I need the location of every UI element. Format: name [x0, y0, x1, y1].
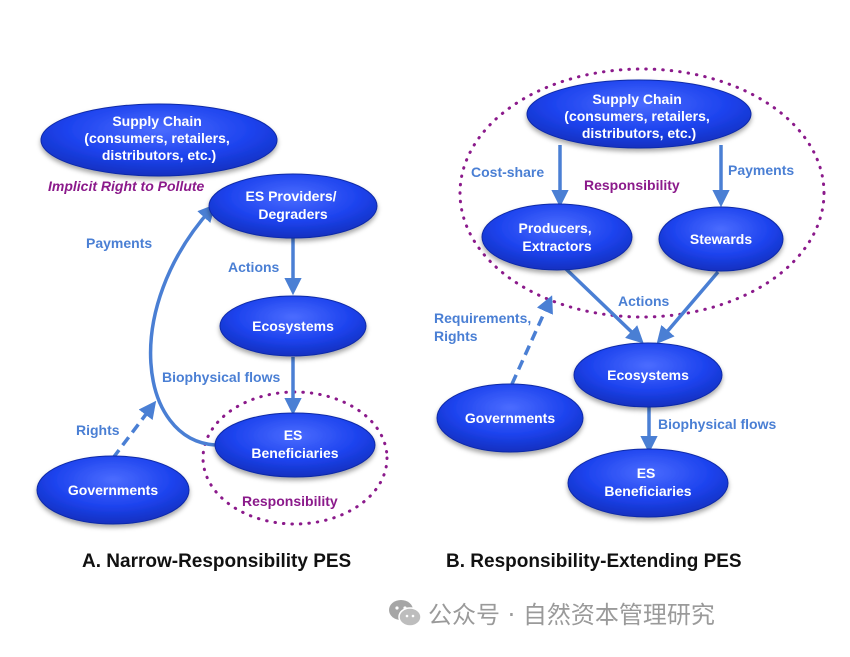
svg-text:ES Beneficiaries: ES Beneficiaries	[251, 427, 338, 461]
arrow-actions-producers-b	[563, 266, 644, 344]
beneficiaries-b-line2: Beneficiaries	[604, 483, 691, 499]
ecosystems-a-label: Ecosystems	[252, 318, 334, 334]
node-governments-b	[436, 383, 584, 453]
actions-b-label: Actions	[618, 293, 670, 309]
node-beneficiaries-b	[567, 448, 729, 518]
producers-b-line2: Extractors	[522, 238, 591, 254]
supply-chain-b-line1: Supply Chain	[592, 91, 681, 107]
payments-b-label: Payments	[728, 162, 794, 178]
beneficiaries-a-line2: Beneficiaries	[251, 445, 338, 461]
beneficiaries-a-line1: ES	[284, 427, 303, 443]
node-producers-b	[481, 203, 633, 271]
node-beneficiaries-a	[214, 412, 376, 478]
cost-share-b-label: Cost-share	[471, 164, 544, 180]
node-ecosystems-b	[573, 342, 723, 408]
responsibility-circle-a	[201, 390, 389, 526]
governments-a-label: Governments	[68, 482, 158, 498]
svg-text:Supply Chain (consumers,: Supply Chain (consumers, retailers, dist…	[84, 113, 233, 163]
payments-a-label: Payments	[86, 235, 152, 251]
node-stewards-b	[658, 206, 784, 272]
node-es-providers-a	[208, 173, 378, 239]
actions-a-label: Actions	[228, 259, 280, 275]
supply-chain-a-line2: (consumers, retailers,	[84, 130, 230, 146]
governments-b-label: Governments	[465, 410, 555, 426]
watermark-text: 公众号 · 自然资本管理研究	[428, 601, 715, 629]
responsibility-b-label: Responsibility	[584, 177, 680, 193]
watermark: 公众号 · 自然资本管理研究	[388, 595, 715, 630]
node-ecosystems-a	[219, 295, 367, 357]
svg-text:Requirements, Rights: Requirements, Rights	[434, 310, 535, 344]
node-governments-a	[36, 455, 190, 525]
arrow-actions-stewards-b	[656, 270, 720, 344]
biophysical-b-label: Biophysical flows	[658, 416, 776, 432]
implicit-right-label: Implicit Right to Pollute	[48, 178, 205, 194]
svg-text:Supply Chain (consumers,: Supply Chain (consumers, retailers, dist…	[564, 91, 713, 141]
es-providers-a-line1: ES Providers/	[246, 188, 337, 204]
panel-a: Supply Chain (consumers, retailers, dist…	[36, 103, 389, 526]
supply-chain-a-line1: Supply Chain	[112, 113, 201, 129]
responsibility-a-label: Responsibility	[242, 493, 338, 509]
svg-text:Producers, Extractors: Producers, Extractors	[518, 220, 595, 254]
supply-chain-a-line3: distributors, etc.)	[102, 147, 216, 163]
responsibility-circle-b	[458, 67, 826, 319]
ecosystems-b-label: Ecosystems	[607, 367, 689, 383]
producers-b-line1: Producers,	[518, 220, 591, 236]
es-providers-a-line2: Degraders	[258, 206, 327, 222]
svg-text:ES Providers/ Degraders: ES Providers/ Degraders	[246, 188, 341, 222]
caption-panel-b: B. Responsibility-Extending PES	[446, 551, 742, 572]
beneficiaries-b-line1: ES	[637, 465, 656, 481]
node-supply-chain-a	[40, 103, 278, 177]
arrow-rights-a	[111, 400, 157, 460]
svg-text:ES Beneficiaries: ES Beneficiaries	[604, 465, 691, 499]
stewards-b-label: Stewards	[690, 231, 752, 247]
requirements-b-line2: Rights	[434, 328, 478, 344]
wechat-icon	[389, 599, 422, 627]
supply-chain-b-line3: distributors, etc.)	[582, 125, 696, 141]
panel-b: Supply Chain (consumers, retailers, dist…	[434, 67, 826, 518]
node-supply-chain-b	[526, 79, 752, 149]
arrow-payments-a	[148, 204, 216, 447]
supply-chain-b-line2: (consumers, retailers,	[564, 108, 710, 124]
rights-a-label: Rights	[76, 422, 120, 438]
requirements-b-line1: Requirements,	[434, 310, 531, 326]
caption-panel-a: A. Narrow-Responsibility PES	[82, 551, 352, 572]
biophysical-a-label: Biophysical flows	[162, 369, 280, 385]
